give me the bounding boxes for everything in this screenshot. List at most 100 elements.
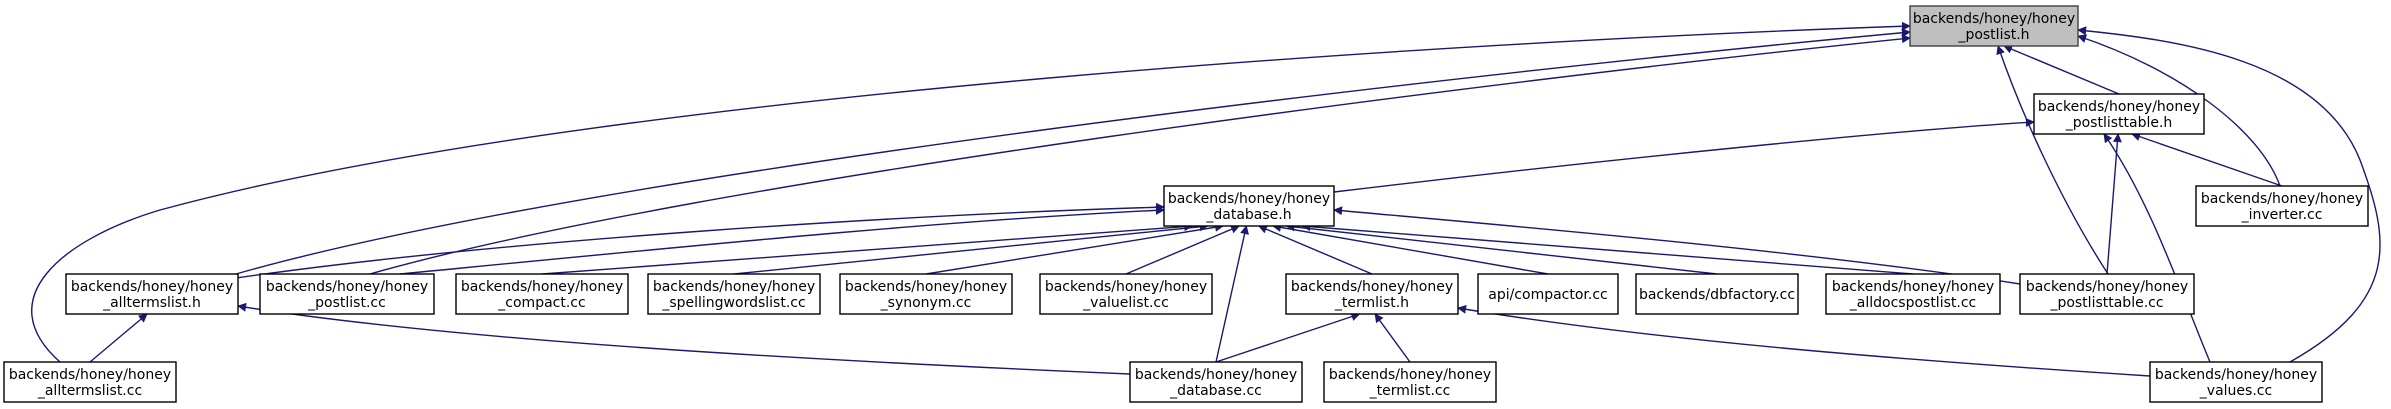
node-label-line: backends/honey/honey [71,279,233,295]
node-values-cc[interactable]: backends/honey/honey_values.cc [2149,361,2323,403]
node-label-line: backends/honey/honey [266,279,428,295]
node-postlist-cc[interactable]: backends/honey/honey_postlist.cc [259,273,435,315]
node-label-line: _database.cc [1169,383,1262,399]
node-termlist-cc[interactable]: backends/honey/honey_termlist.cc [1323,361,1497,403]
node-label-line: _inverter.cc [2241,207,2323,223]
edge-values-cc-to-termlist-h [1457,304,2151,377]
node-label-line: backends/honey/honey [1168,191,1330,207]
node-postlisttable-h[interactable]: backends/honey/honey_postlisttable.h [2033,93,2205,135]
node-label-line: backends/honey/honey [1045,279,1207,295]
edge-termlist-cc-to-termlist-h [1374,313,1411,363]
edge-postlisttable-cc-to-postlisttable-h [2106,133,2122,275]
node-label-line: backends/honey/honey [2038,99,2200,115]
edge-inverter-cc-to-postlist-h [2077,34,2281,187]
node-label-line: backends/honey/honey [2201,191,2363,207]
node-label-line: _values.cc [2199,383,2272,399]
edge-inverter-cc-to-postlisttable-h [2131,132,2283,187]
node-label-line: _spellingwordslist.cc [661,295,805,311]
edge-postlisttable-cc-to-database-h [1333,206,2021,285]
node-spellingwordslist-cc[interactable]: backends/honey/honey_spellingwordslist.c… [647,273,821,315]
node-label-line: _postlist.cc [307,295,386,311]
node-postlisttable-cc[interactable]: backends/honey/honey_postlisttable.cc [2019,273,2195,315]
node-label-line: backends/honey/honey [653,279,815,295]
node-alltermslist-cc[interactable]: backends/honey/honey_alltermslist.cc [3,361,177,403]
edge-postlist-cc-to-postlist-h [369,34,1911,275]
edge-alltermslist-cc-to-postlist-h [31,21,1911,363]
node-database-h[interactable]: backends/honey/honey_database.h [1163,185,1335,227]
edge-values-cc-to-postlist-h [2077,26,2381,363]
node-label-line: backends/honey/honey [1913,11,2075,27]
node-label-line: _compact.cc [497,295,585,311]
node-label-line: _database.h [1205,207,1291,223]
node-label-line: backends/dbfactory.cc [1639,287,1795,303]
edge-database-cc-to-database-h [1215,225,1249,363]
node-box [839,273,1013,315]
node-inverter-cc[interactable]: backends/honey/honey_inverter.cc [2195,185,2369,227]
node-compact-cc[interactable]: backends/honey/honey_compact.cc [455,273,629,315]
node-compactor-cc[interactable]: api/compactor.cc [1477,273,1619,315]
node-box [1635,273,1799,315]
node-box [3,361,177,403]
edge-database-h-to-postlisttable-h [1333,117,2035,193]
node-database-cc[interactable]: backends/honey/honey_database.cc [1129,361,1303,403]
node-box [1129,361,1303,403]
node-box [2195,185,2369,227]
edge-alltermslist-h-to-database-h [235,202,1165,279]
node-label-line: _synonym.cc [880,295,972,311]
node-box [2033,93,2205,135]
node-postlist-h[interactable]: backends/honey/honey_postlist.h [1909,5,2079,47]
node-label-line: _postlist.h [1957,27,2029,43]
node-label-line: _postlisttable.cc [2049,295,2163,311]
node-label-line: _alltermslist.cc [37,383,142,399]
node-box [1323,361,1497,403]
node-box [259,273,435,315]
node-valuelist-cc[interactable]: backends/honey/honey_valuelist.cc [1039,273,1213,315]
edge-valuelist-cc-to-database-h [1125,225,1240,275]
node-label-line: _alldocspostlist.cc [1849,295,1976,311]
node-label-line: api/compactor.cc [1488,287,1608,303]
edge-alltermslist-cc-to-alltermslist-h [89,313,148,363]
node-box [1163,185,1335,227]
node-box [1909,5,2079,47]
node-label-line: _termlist.h [1334,295,1409,311]
edge-dbfactory-cc-to-database-h [1285,222,1718,275]
edge-alltermslist-h-to-postlist-h [235,28,1911,275]
node-label-line: backends/honey/honey [2026,279,2188,295]
node-termlist-h[interactable]: backends/honey/honey_termlist.h [1285,273,1459,315]
nodes-layer: backends/honey/honey_postlist.hbackends/… [3,5,2369,403]
node-label-line: backends/honey/honey [1329,367,1491,383]
edge-postlist-cc-to-database-h [399,205,1165,275]
node-label-line: _postlisttable.h [2065,115,2173,131]
node-label-line: backends/honey/honey [845,279,1007,295]
node-box [1825,273,2001,315]
node-box [2019,273,2195,315]
node-synonym-cc[interactable]: backends/honey/honey_synonym.cc [839,273,1013,315]
edge-compactor-cc-to-database-h [1272,222,1549,275]
edge-alldocspostlist-cc-to-database-h [1301,222,1914,275]
node-label-line: backends/honey/honey [1135,367,1297,383]
node-label-line: backends/honey/honey [461,279,623,295]
node-label-line: backends/honey/honey [1832,279,1994,295]
node-label-line: backends/honey/honey [2155,367,2317,383]
node-label-line: _valuelist.cc [1082,295,1169,311]
edge-database-cc-to-termlist-h [1215,312,1361,363]
node-box [1477,273,1619,315]
edge-synonym-cc-to-database-h [925,222,1225,275]
edge-postlisttable-cc-to-postlist-h [1996,45,2109,275]
node-label-line: _termlist.cc [1369,383,1451,399]
node-box [647,273,821,315]
edge-spellingwordslist-cc-to-database-h [733,222,1209,275]
edge-postlisttable-h-to-postlist-h [2003,44,2120,95]
node-alldocspostlist-cc[interactable]: backends/honey/honey_alldocspostlist.cc [1825,273,2001,315]
node-box [1285,273,1459,315]
node-box [65,273,239,315]
node-box [1039,273,1213,315]
edge-database-cc-to-alltermslist-h [237,302,1131,375]
node-alltermslist-h[interactable]: backends/honey/honey_alltermslist.h [65,273,239,315]
edge-termlist-h-to-database-h [1258,225,1373,275]
node-dbfactory-cc[interactable]: backends/dbfactory.cc [1635,273,1799,315]
node-label-line: _alltermslist.h [102,295,201,311]
node-box [455,273,629,315]
edge-values-cc-to-postlisttable-h [2103,133,2211,363]
